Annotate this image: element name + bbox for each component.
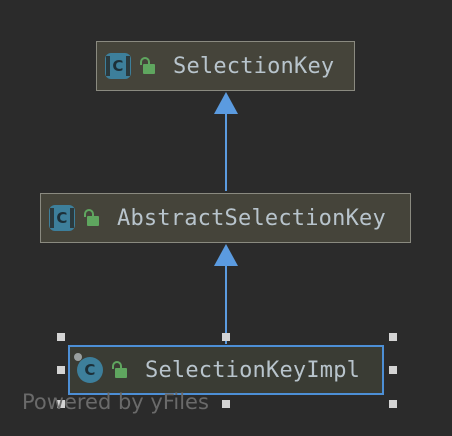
selection-handle-top-center[interactable]: [222, 333, 230, 341]
public-lock-icon: [112, 361, 127, 378]
abstract-class-icon: C: [105, 53, 131, 79]
node-abstract-selection-key[interactable]: C AbstractSelectionKey: [40, 193, 411, 243]
arrowhead-selectionkey: [214, 92, 238, 114]
abstract-class-icon: C: [49, 205, 75, 231]
node-selection-key[interactable]: C SelectionKey: [96, 41, 355, 91]
selection-handle-bottom-left[interactable]: [57, 400, 65, 408]
selection-handle-bottom-center[interactable]: [222, 400, 230, 408]
selection-handle-top-left[interactable]: [57, 333, 65, 341]
selection-handle-mid-right[interactable]: [389, 366, 397, 374]
node-label: SelectionKeyImpl: [145, 357, 361, 383]
selection-handle-bottom-right[interactable]: [389, 400, 397, 408]
node-selection-key-impl[interactable]: C SelectionKeyImpl: [68, 345, 384, 395]
selection-handle-mid-left[interactable]: [57, 366, 65, 374]
node-label: SelectionKey: [173, 53, 335, 79]
arrowhead-abstract: [214, 244, 238, 266]
public-lock-icon: [84, 209, 99, 226]
class-icon: C: [74, 353, 103, 383]
yfiles-watermark: Powered by yFiles: [22, 390, 209, 414]
static-badge-icon: [74, 353, 82, 361]
public-lock-icon: [140, 57, 155, 74]
node-label: AbstractSelectionKey: [117, 205, 386, 231]
selection-handle-top-right[interactable]: [389, 333, 397, 341]
